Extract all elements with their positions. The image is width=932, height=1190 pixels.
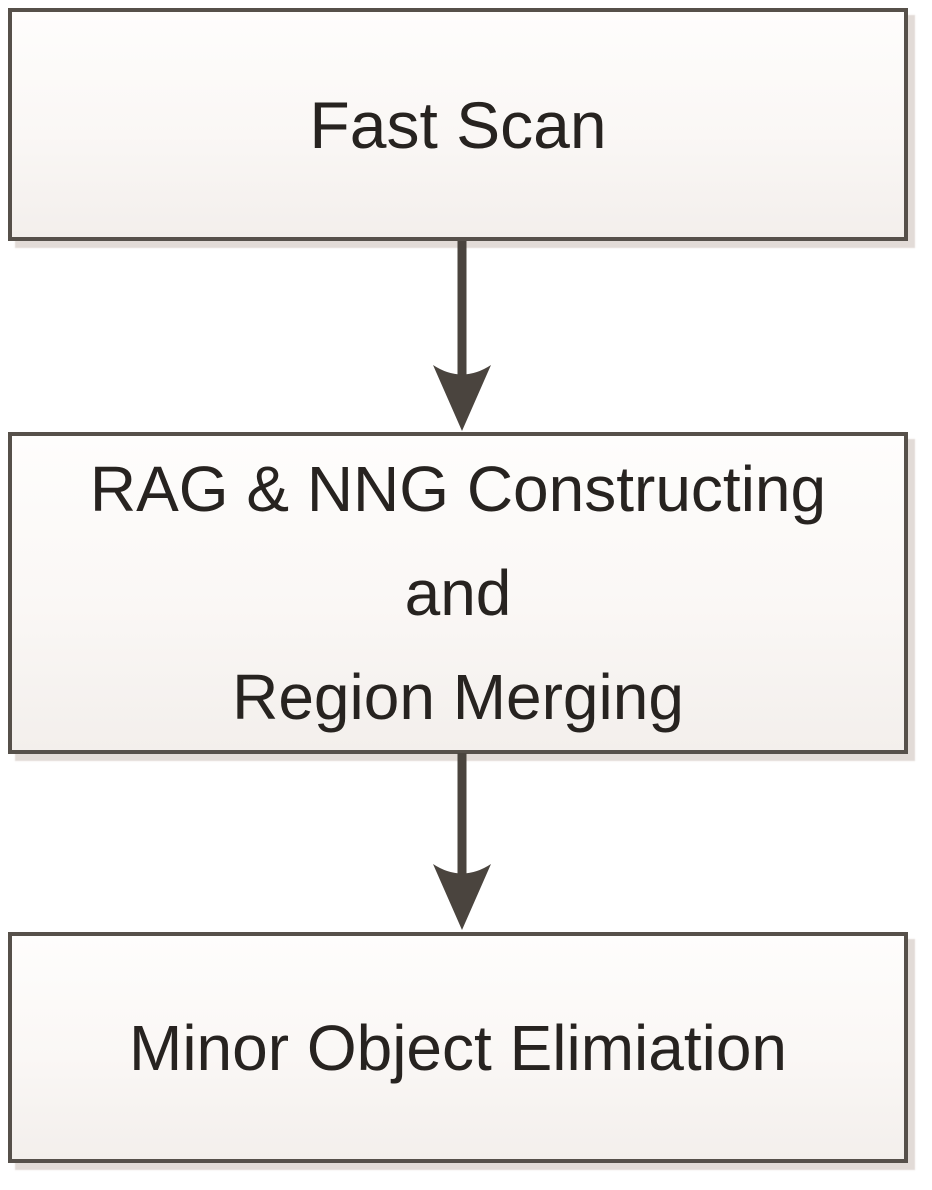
flow-node-minor-object-elimination: Minor Object Elimiation xyxy=(8,932,908,1163)
flow-node-fast-scan: Fast Scan xyxy=(8,8,908,241)
node-label: Fast Scan xyxy=(309,87,607,162)
node-label-line-2: and xyxy=(404,557,512,629)
arrow-head xyxy=(433,365,491,431)
arrow-shaft xyxy=(457,753,467,878)
flow-node-rag-nng-region-merging: RAG & NNG Constructing and Region Mergin… xyxy=(8,432,908,754)
arrow-down-icon xyxy=(433,241,491,431)
arrow-shaft xyxy=(457,241,467,379)
arrow-down-icon xyxy=(433,753,491,930)
node-label-line-1: RAG & NNG Constructing xyxy=(89,453,827,525)
arrow-head xyxy=(433,864,491,930)
node-label-line-3: Region Merging xyxy=(232,661,684,733)
node-label: Minor Object Elimiation xyxy=(129,1011,787,1084)
